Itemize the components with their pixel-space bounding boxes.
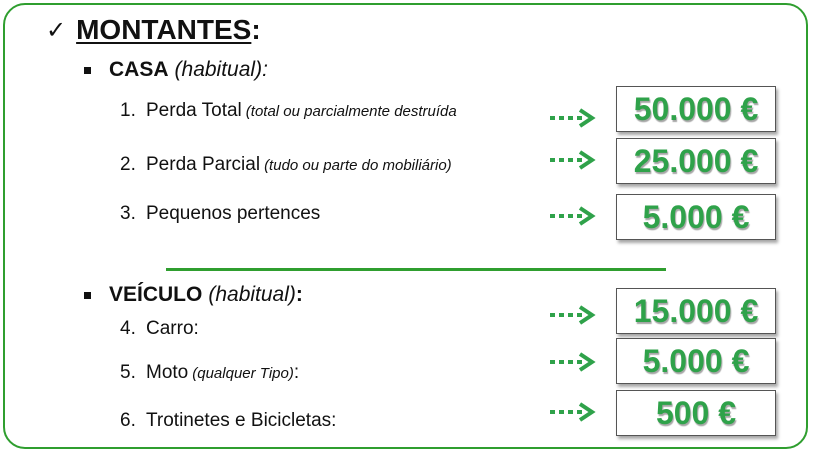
- page-heading: ✓ MONTANTES:: [46, 14, 261, 46]
- checkmark-icon: ✓: [46, 16, 67, 44]
- dashed-arrow-icon: [550, 206, 596, 226]
- square-bullet-icon: [84, 291, 91, 299]
- section-casa-qualifier: (habitual):: [174, 58, 268, 81]
- section-divider: [166, 268, 666, 271]
- list-item-moto: 5.Moto(qualquer Tipo):: [120, 362, 300, 383]
- dashed-arrow-icon: [550, 305, 596, 325]
- dashed-arrow-icon: [550, 150, 596, 170]
- amount-value: 500 €: [655, 394, 737, 431]
- square-bullet-icon: [84, 66, 91, 74]
- amount-value: 50.000 €: [633, 90, 759, 127]
- amount-box-perda-total: 50.000 €: [616, 86, 776, 132]
- list-item-pequenos-pertences: 3.Pequenos pertences: [120, 203, 321, 224]
- section-veiculo-qualifier: (habitual): [208, 283, 296, 306]
- content-frame: [3, 3, 808, 449]
- amount-value: 5.000 €: [642, 198, 750, 235]
- amount-box-moto: 5.000 €: [616, 338, 776, 384]
- heading-title: MONTANTES:: [76, 14, 261, 45]
- amount-box-perda-parcial: 25.000 €: [616, 138, 776, 184]
- amount-box-pequenos-pertences: 5.000 €: [616, 194, 776, 240]
- dashed-arrow-icon: [550, 108, 596, 128]
- list-item-perda-parcial: 2.Perda Parcial(tudo ou parte do mobiliá…: [120, 154, 452, 175]
- amount-box-carro: 15.000 €: [616, 288, 776, 334]
- section-veiculo: VEÍCULO (habitual):: [84, 283, 303, 307]
- dashed-arrow-icon: [550, 402, 596, 422]
- section-casa: CASA (habitual):: [84, 58, 268, 82]
- amount-value: 5.000 €: [642, 342, 750, 379]
- section-veiculo-label: VEÍCULO: [109, 283, 203, 306]
- section-casa-label: CASA: [109, 58, 169, 81]
- amount-value: 25.000 €: [633, 142, 759, 179]
- list-item-perda-total: 1.Perda Total(total ou parcialmente dest…: [120, 100, 457, 121]
- dashed-arrow-icon: [550, 352, 596, 372]
- list-item-trotinetes: 6.Trotinetes e Bicicletas:: [120, 410, 337, 431]
- amount-value: 15.000 €: [633, 292, 759, 329]
- list-item-carro: 4.Carro:: [120, 318, 199, 339]
- amount-box-trotinetes: 500 €: [616, 390, 776, 436]
